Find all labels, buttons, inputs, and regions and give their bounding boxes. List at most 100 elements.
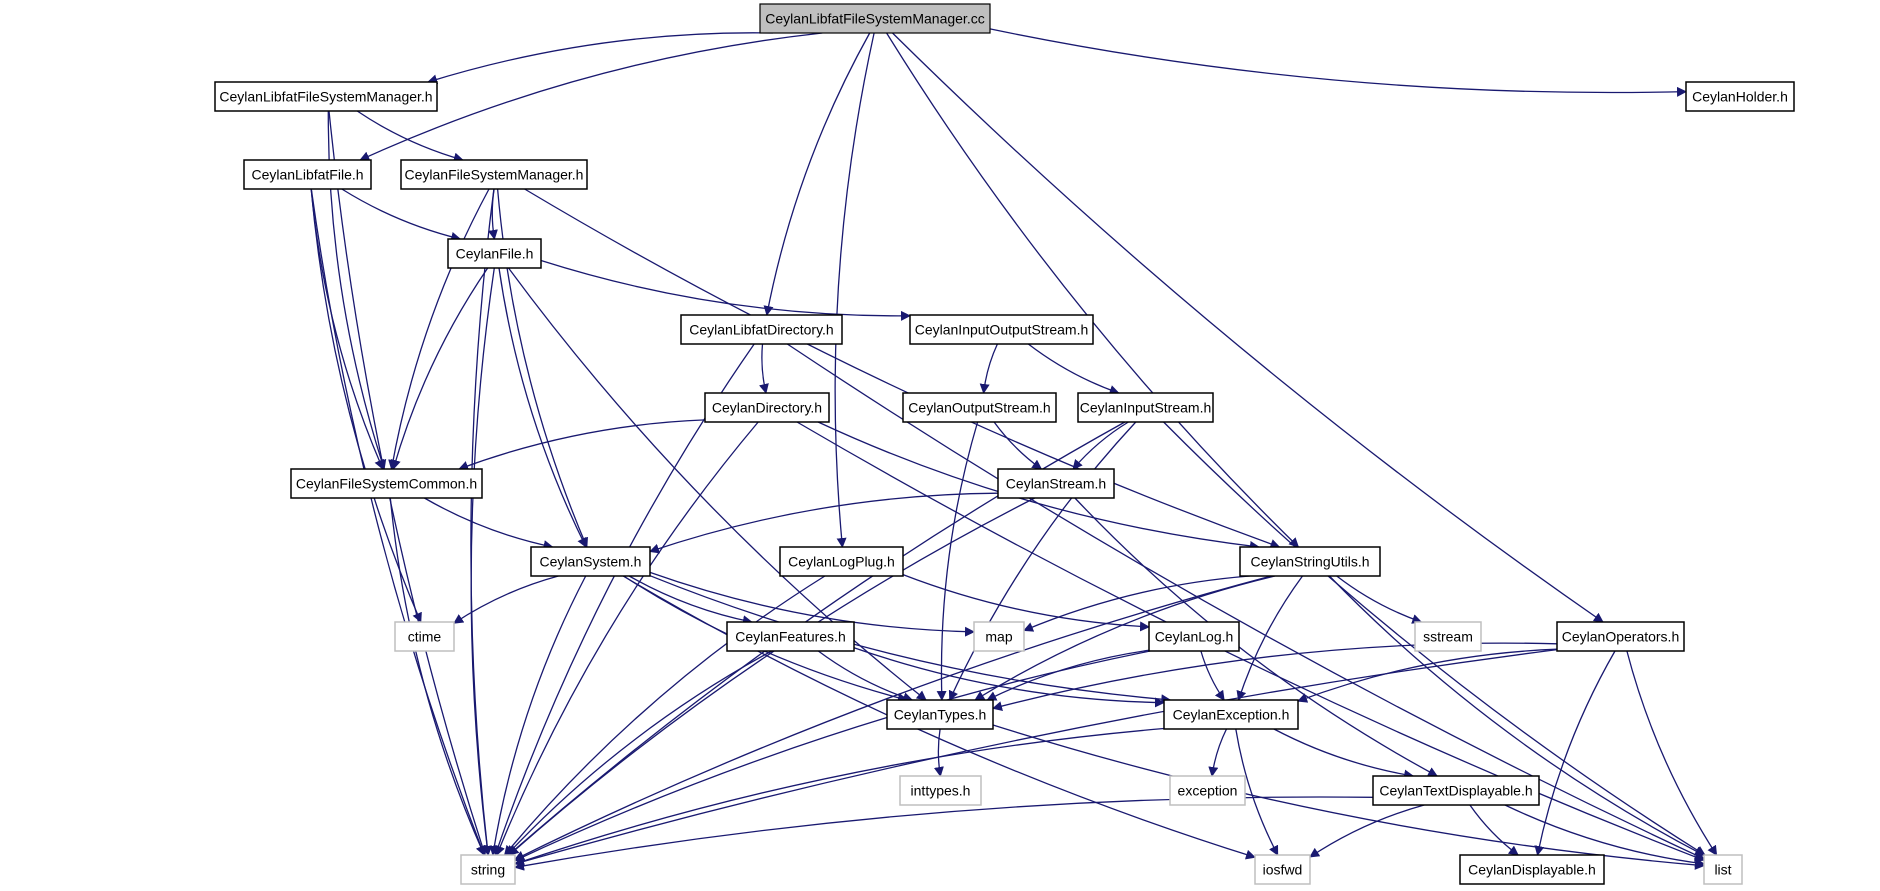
node-ceylantypes-h[interactable]: CeylanTypes.h [886, 699, 994, 730]
node-ceylanlibfatdirectory-h[interactable]: CeylanLibfatDirectory.h [680, 314, 843, 345]
edge-ceylanoperators-h-to-ceylandisplayable-h [1534, 650, 1616, 856]
node-ceylanlibfatfilesystemmanager-h[interactable]: CeylanLibfatFileSystemManager.h [214, 81, 438, 112]
node-box [1459, 854, 1605, 885]
node-box [243, 159, 372, 190]
node-ceylanoperators-h[interactable]: CeylanOperators.h [1556, 621, 1685, 652]
node-label: sstream [1423, 629, 1473, 645]
node-ceylanstream-h[interactable]: CeylanStream.h [997, 468, 1115, 499]
node-box [997, 468, 1115, 499]
edge-ceylanfeatures-h-to-string [506, 650, 773, 856]
node-label: CeylanInputOutputStream.h [915, 322, 1089, 338]
dependency-edges [310, 28, 1718, 871]
node-box [447, 238, 542, 269]
node-box [759, 3, 991, 34]
node-label: CeylanDisplayable.h [1468, 862, 1596, 878]
node-label: CeylanFileSystemManager.h [405, 167, 584, 183]
edge-ceylanstringutils-h-to-map [1023, 575, 1250, 632]
edge-ceylantypes-h-to-inttypes-h [933, 728, 944, 777]
edge-ceylanlibfatfile-h-to-ceylanfile-h [341, 188, 462, 242]
edge-ceylanstringutils-h-to-sstream [1336, 575, 1423, 624]
edge-ceylaninputoutputstream-h-to-ceylaninputstream-h [1027, 343, 1120, 395]
edge-ceylanexception-h-to-exception [1208, 728, 1228, 777]
node-box [1703, 854, 1743, 885]
edge-ceylandirectory-h-to-ceylanstringutils-h [817, 421, 1260, 551]
node-box [726, 621, 855, 652]
node-box [1169, 775, 1246, 806]
node-label: CeylanFileSystemCommon.h [296, 476, 477, 492]
edge-ceylanfilesystemcommon-h-to-string [389, 497, 486, 856]
node-box [400, 159, 588, 190]
node-label: CeylanLogPlug.h [788, 554, 895, 570]
node-iosfwd: iosfwd [1254, 854, 1311, 885]
node-label: iosfwd [1263, 862, 1303, 878]
node-label: CeylanFile.h [456, 246, 534, 262]
edge-ceylanexception-h-to-iosfwd [1235, 728, 1279, 856]
node-label: CeylanOperators.h [1562, 629, 1680, 645]
edge-ceylanoutputstream-h-to-ceylanstream-h [993, 421, 1043, 470]
node-exception: exception [1169, 775, 1246, 806]
node-ceylandirectory-h[interactable]: CeylanDirectory.h [704, 392, 830, 423]
edge-ceylanlibfatfilesystemmanager-cc-to-ceylanlogplug-h [834, 32, 875, 548]
node-label: CeylanSystem.h [540, 554, 642, 570]
node-ceylanexception-h[interactable]: CeylanException.h [1163, 699, 1299, 730]
node-box [1414, 621, 1482, 652]
edge-ceylanlibfatfilesystemmanager-cc-to-ceylanholder-h [989, 28, 1687, 97]
node-label: CeylanTextDisplayable.h [1379, 783, 1532, 799]
node-map: map [973, 621, 1025, 652]
edge-ceylantypes-h-to-list [992, 724, 1705, 870]
node-inttypes-h: inttypes.h [899, 775, 982, 806]
edge-ceylaninputoutputstream-h-to-ceylanoutputstream-h [979, 343, 998, 394]
node-box [290, 468, 483, 499]
node-ceylanfilesystemmanager-h[interactable]: CeylanFileSystemManager.h [400, 159, 588, 190]
edge-ceylanoperators-h-to-ceylanexception-h [1297, 648, 1558, 703]
node-label: CeylanInputStream.h [1080, 400, 1212, 416]
edge-ceylansystem-h-to-map [649, 571, 975, 637]
edge-ceylanfile-h-to-ceylaninputoutputstream-h [540, 259, 911, 321]
node-ceylanlibfatfilesystemmanager-cc[interactable]: CeylanLibfatFileSystemManager.cc [759, 3, 991, 34]
node-label: ctime [408, 629, 442, 645]
node-box [704, 392, 830, 423]
edge-ceylanlogplug-h-to-string [503, 575, 826, 856]
edge-ceylanstringutils-h-to-ceylanexception-h [1236, 575, 1304, 701]
node-ceylanlog-h[interactable]: CeylanLog.h [1148, 621, 1240, 652]
node-ceylanlogplug-h[interactable]: CeylanLogPlug.h [779, 546, 904, 577]
node-box [902, 392, 1057, 423]
node-box [909, 314, 1094, 345]
edge-ceylansystem-h-to-ctime [453, 575, 559, 624]
node-ceylanoutputstream-h[interactable]: CeylanOutputStream.h [902, 392, 1057, 423]
node-ceylansystem-h[interactable]: CeylanSystem.h [530, 546, 651, 577]
edge-ceylanfilesystemmanager-h-to-ceylanstringutils-h [524, 188, 1281, 549]
node-box [1372, 775, 1540, 806]
node-ceylanfeatures-h[interactable]: CeylanFeatures.h [726, 621, 855, 652]
edge-ceylanfeatures-h-to-ceylanexception-h [853, 647, 1165, 708]
node-box [1163, 699, 1299, 730]
node-ceylaninputoutputstream-h[interactable]: CeylanInputOutputStream.h [909, 314, 1094, 345]
edge-ceylanlibfatfilesystemmanager-cc-to-ceylanstringutils-h [886, 32, 1300, 548]
edge-ceylanfeatures-h-to-ceylantypes-h [817, 650, 914, 702]
node-label: list [1714, 862, 1731, 878]
edge-ceylanexception-h-to-ceylantextdisplayable-h [1273, 728, 1415, 780]
edge-ceylandirectory-h-to-ceylanfilesystemcommon-h [458, 419, 706, 471]
node-ceylanfilesystemcommon-h[interactable]: CeylanFileSystemCommon.h [290, 468, 483, 499]
edge-ceylantextdisplayable-h-to-iosfwd [1309, 804, 1425, 858]
edge-ceylaninputstream-h-to-ceylantypes-h [948, 421, 1137, 701]
node-ceylantextdisplayable-h[interactable]: CeylanTextDisplayable.h [1372, 775, 1540, 806]
node-ceylanholder-h[interactable]: CeylanHolder.h [1685, 81, 1795, 112]
node-label: CeylanLog.h [1155, 629, 1234, 645]
edge-ceylanexception-h-to-string [514, 727, 1165, 866]
edge-ceylanstringutils-h-to-string [514, 575, 1272, 860]
node-label: CeylanTypes.h [894, 707, 987, 723]
edge-ceylansystem-h-to-ceylanexception-h [649, 575, 1172, 705]
node-ceylaninputstream-h[interactable]: CeylanInputStream.h [1077, 392, 1214, 423]
edge-ceylanoutputstream-h-to-ceylantypes-h [936, 421, 979, 701]
node-label: CeylanFeatures.h [735, 629, 846, 645]
node-ceylanstringutils-h[interactable]: CeylanStringUtils.h [1239, 546, 1381, 577]
node-ceylandisplayable-h[interactable]: CeylanDisplayable.h [1459, 854, 1605, 885]
node-label: CeylanLibfatDirectory.h [689, 322, 833, 338]
node-label: string [471, 862, 505, 878]
node-box [1556, 621, 1685, 652]
node-ceylanfile-h[interactable]: CeylanFile.h [447, 238, 542, 269]
node-label: CeylanDirectory.h [712, 400, 822, 416]
node-label: CeylanException.h [1173, 707, 1290, 723]
node-ceylanlibfatfile-h[interactable]: CeylanLibfatFile.h [243, 159, 372, 190]
